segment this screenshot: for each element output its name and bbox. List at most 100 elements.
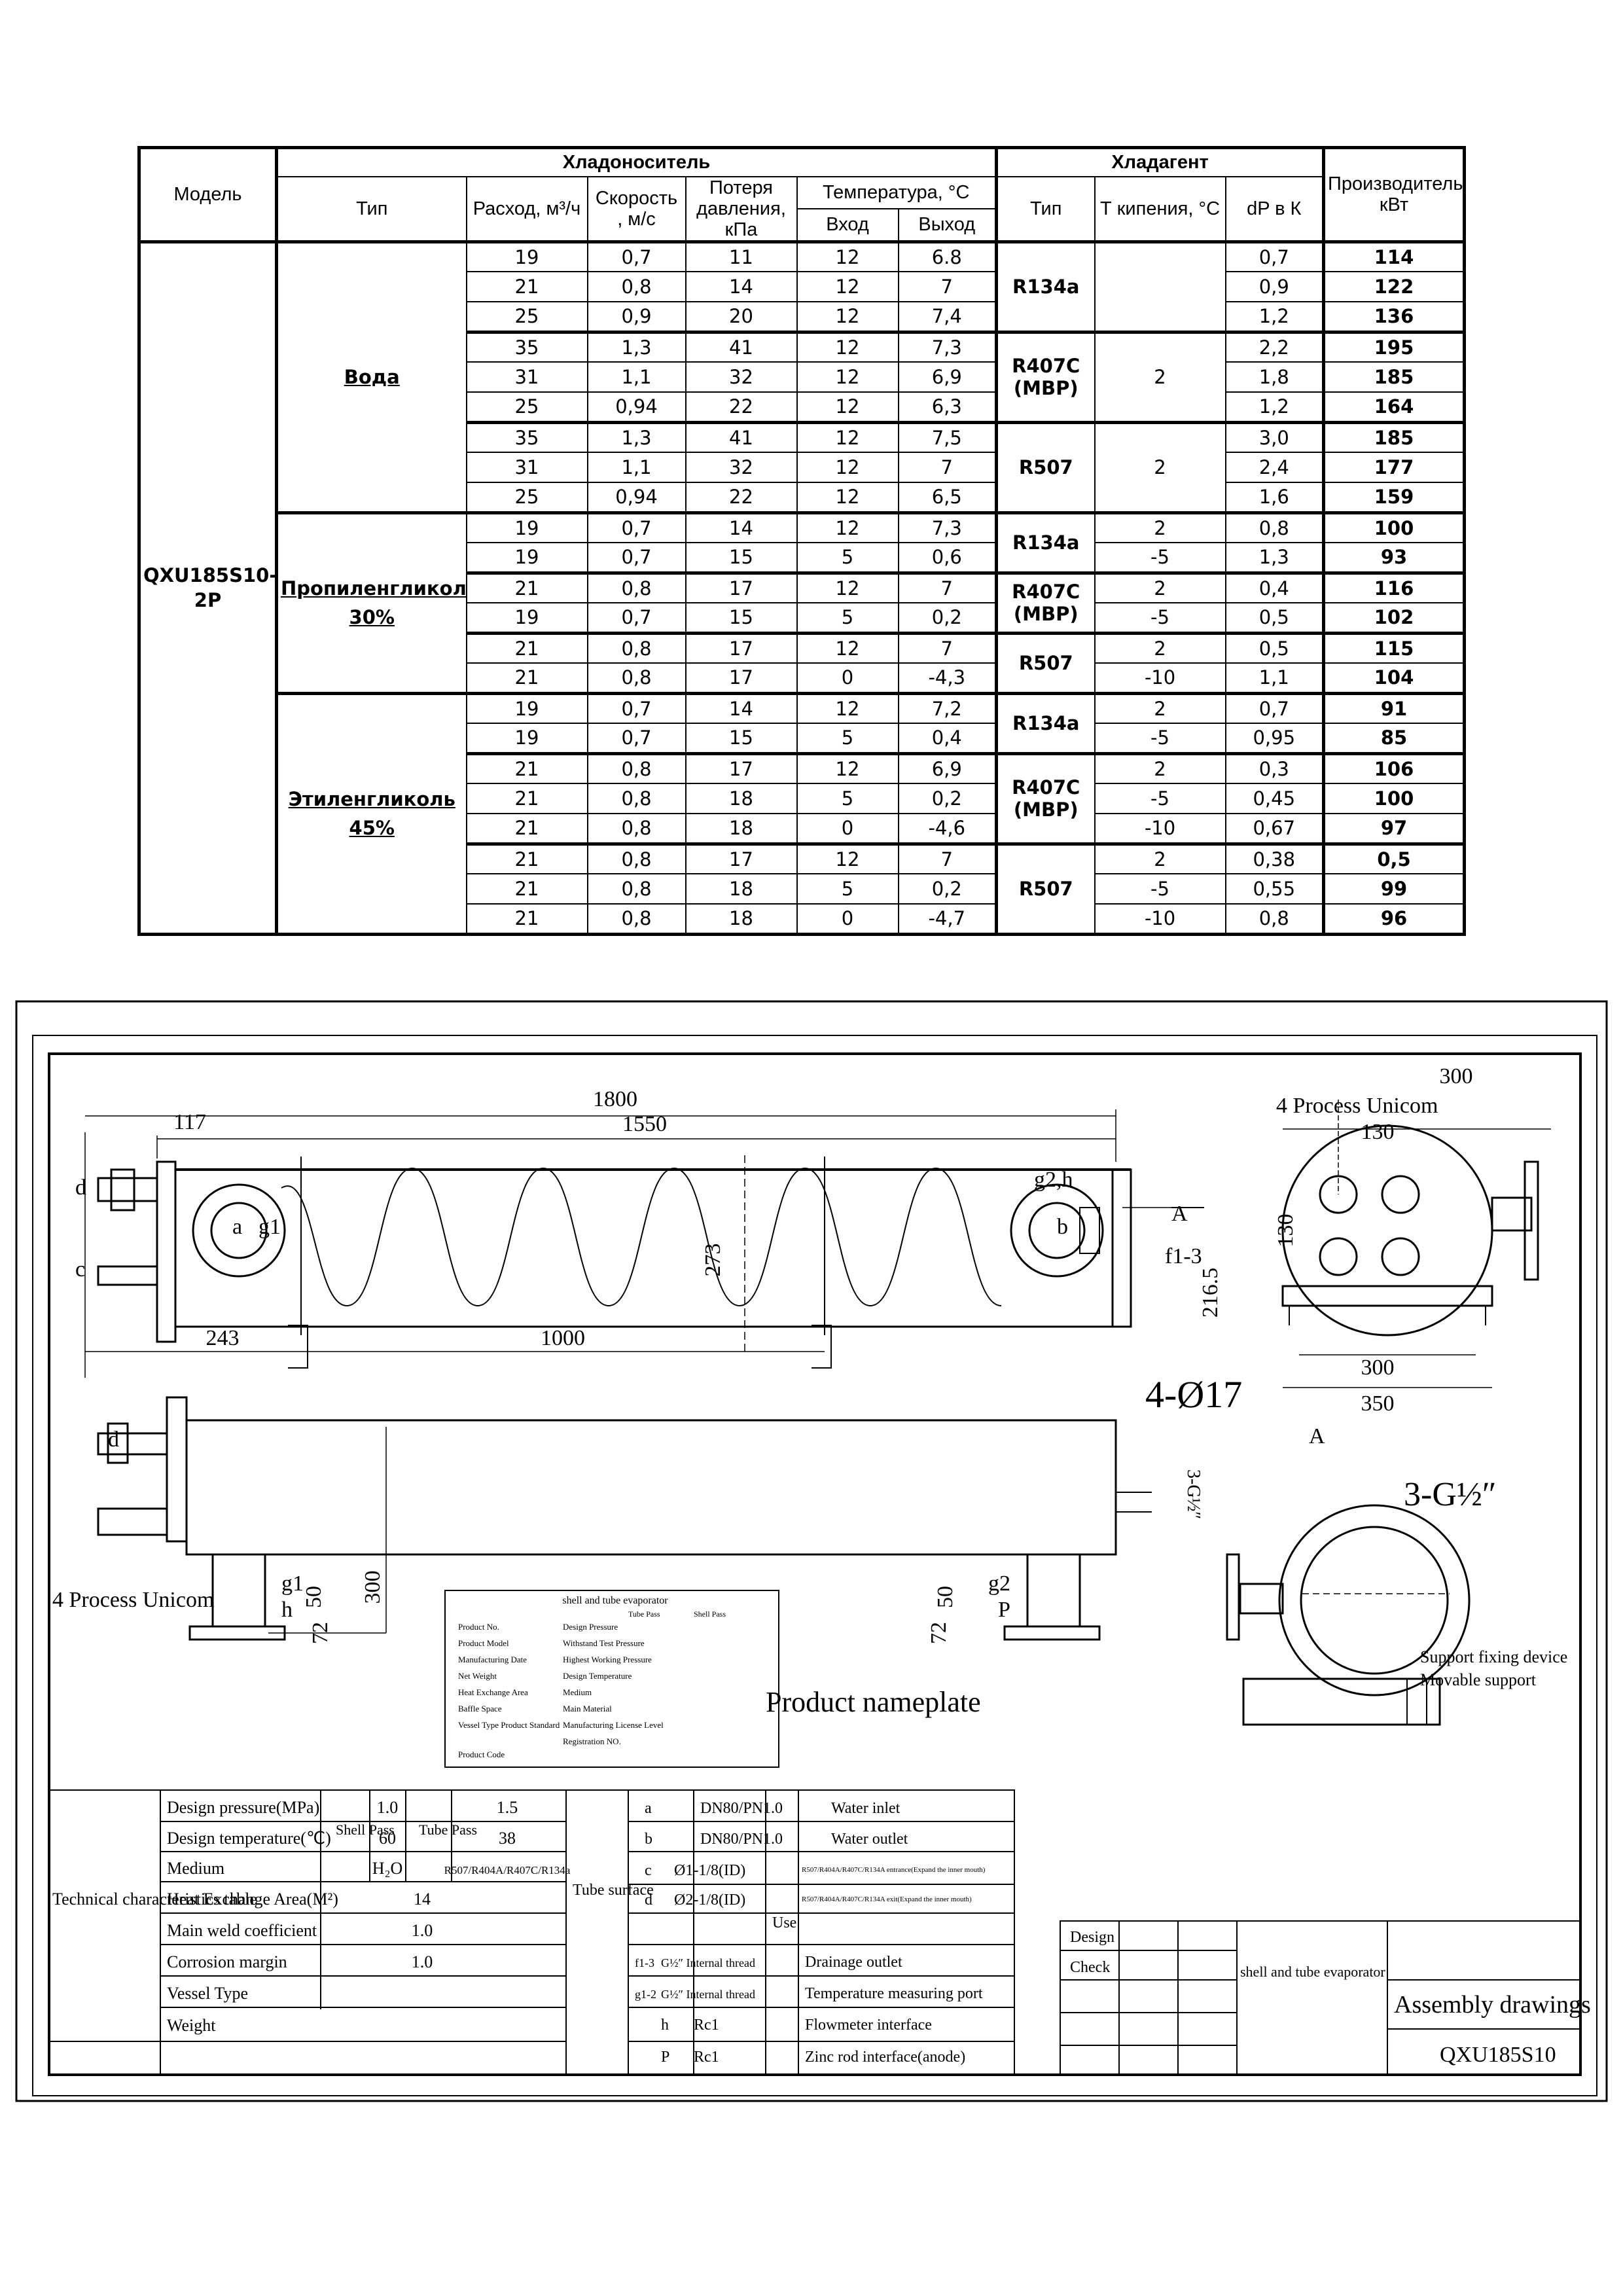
data-cell: 12 xyxy=(796,452,899,483)
fluid-concentration: 45% xyxy=(349,817,395,839)
capacity-cell: 185 xyxy=(1322,361,1465,393)
refrigerant-cell: R134a xyxy=(995,691,1096,754)
conn-7-spec: Rc1 xyxy=(694,2017,719,2034)
capacity-cell: 122 xyxy=(1322,271,1465,302)
tech-row-1-label: Design temperature(℃) xyxy=(167,1829,331,1848)
tech-row-5-label: Corrosion margin xyxy=(167,1952,287,1971)
capacity-cell: 114 xyxy=(1322,240,1465,272)
capacity-cell: 104 xyxy=(1322,662,1465,694)
tech-row-4-label: Main weld coefficient xyxy=(167,1921,317,1940)
conn-8-id: P xyxy=(661,2049,669,2066)
refrigerant-cell: R134a xyxy=(995,240,1096,332)
connections-list: a DN80/PN1.0 Water inlet b DN80/PN1.0 Wa… xyxy=(635,1800,986,2066)
data-cell: 35 xyxy=(465,420,588,453)
model-cell: QXU185S10-2P xyxy=(138,240,277,935)
data-cell: -4,7 xyxy=(897,903,997,935)
data-cell: 12 xyxy=(796,420,899,453)
label-b: b xyxy=(1057,1215,1068,1239)
dp-cell: 1,6 xyxy=(1224,482,1325,513)
dp-cell: 0,38 xyxy=(1224,842,1325,874)
data-cell: 18 xyxy=(685,903,798,935)
header-dp: dP в К xyxy=(1224,175,1325,242)
nameplate-right-7: Registration NO. xyxy=(563,1736,621,1746)
dp-cell: 3,0 xyxy=(1224,420,1325,453)
data-cell: 31 xyxy=(465,452,588,483)
capacity-cell: 106 xyxy=(1322,751,1465,784)
data-cell: 21 xyxy=(465,813,588,844)
title-block-grid xyxy=(1060,1920,1581,2075)
header-boiling: Т кипения, °С xyxy=(1094,175,1226,242)
dp-cell: 2,2 xyxy=(1224,330,1325,363)
data-cell: 12 xyxy=(796,361,899,393)
data-cell: 5 xyxy=(796,542,899,573)
data-cell: 21 xyxy=(465,571,588,603)
nameplate-left-7: Product Code xyxy=(458,1749,505,1759)
nameplate-right-6: Manufacturing License Level xyxy=(563,1720,664,1730)
data-cell: 0,2 xyxy=(897,602,997,634)
dim-plug-small: 3-G½″ xyxy=(1183,1469,1204,1519)
capacity-cell: 195 xyxy=(1322,330,1465,363)
data-cell: 18 xyxy=(685,783,798,814)
header-coolant: Хладоноситель xyxy=(275,147,997,177)
data-cell: 19 xyxy=(465,691,588,724)
title-type: Assembly drawings xyxy=(1394,1991,1591,2018)
tech-row-2-shell: H₂O xyxy=(372,1859,403,1878)
data-cell: 14 xyxy=(685,691,798,724)
data-cell: 6,5 xyxy=(897,482,997,513)
tech-row-1-tube: 38 xyxy=(499,1829,516,1848)
data-cell: 1,1 xyxy=(586,452,687,483)
tech-use: Use xyxy=(772,1914,796,1931)
data-cell: 0,8 xyxy=(586,903,687,935)
label-d-side: d xyxy=(108,1427,119,1452)
data-cell: 0,2 xyxy=(897,873,997,905)
capacity-cell: 0,5 xyxy=(1322,842,1465,874)
dp-cell: 0,95 xyxy=(1224,723,1325,754)
nameplate-title: shell and tube evaporator xyxy=(562,1595,668,1606)
data-cell: 15 xyxy=(685,542,798,573)
data-cell: 17 xyxy=(685,751,798,784)
data-cell: 6,9 xyxy=(897,361,997,393)
performance-table: Модель Хладоноситель Хладагент Производи… xyxy=(137,146,1467,936)
dim-nozzle-b: 72 xyxy=(308,1622,332,1644)
data-cell: 15 xyxy=(685,602,798,634)
nameplate-content: shell and tube evaporator Tube Pass Shel… xyxy=(458,1595,726,1759)
conn-5-use: Drainage outlet xyxy=(805,1954,902,1971)
data-cell: 12 xyxy=(796,571,899,603)
data-cell: 12 xyxy=(796,271,899,302)
header-capacity: Производительность, кВт xyxy=(1322,147,1465,242)
dp-cell: 0,67 xyxy=(1224,813,1325,844)
dp-cell: 0,9 xyxy=(1224,271,1325,302)
data-cell: 25 xyxy=(465,391,588,423)
boiling-cell: 2 xyxy=(1094,511,1226,543)
dp-cell: 1,2 xyxy=(1224,391,1325,423)
conn-6-id: g1-2 xyxy=(635,1988,656,2001)
header-type: Тип xyxy=(275,175,467,242)
capacity-cell: 100 xyxy=(1322,783,1465,814)
dim-support-inner: 300 xyxy=(1361,1355,1395,1380)
data-cell: 0,8 xyxy=(586,783,687,814)
data-cell: 25 xyxy=(465,482,588,513)
label-movable-support: Movable support xyxy=(1420,1670,1537,1689)
data-cell: 0 xyxy=(796,813,899,844)
dim-plugs: 3-G½″ xyxy=(1404,1476,1497,1513)
boiling-cell: -5 xyxy=(1094,783,1226,814)
nameplate-right-5: Main Material xyxy=(563,1704,612,1713)
nameplate-left-1: Product Model xyxy=(458,1638,509,1648)
dp-cell: 0,8 xyxy=(1224,511,1325,543)
drawing-outer-border xyxy=(15,1000,1608,2102)
conn-1-use: Water outlet xyxy=(831,1831,908,1848)
data-cell: 7 xyxy=(897,271,997,302)
tech-row-3-label: Heat Exchange Area(M²) xyxy=(167,1890,338,1909)
data-cell: 20 xyxy=(685,301,798,332)
data-cell: 0,7 xyxy=(586,542,687,573)
label-g2: g2 xyxy=(988,1571,1010,1596)
data-cell: 17 xyxy=(685,571,798,603)
data-cell: 14 xyxy=(685,271,798,302)
boiling-cell: 2 xyxy=(1094,691,1226,724)
